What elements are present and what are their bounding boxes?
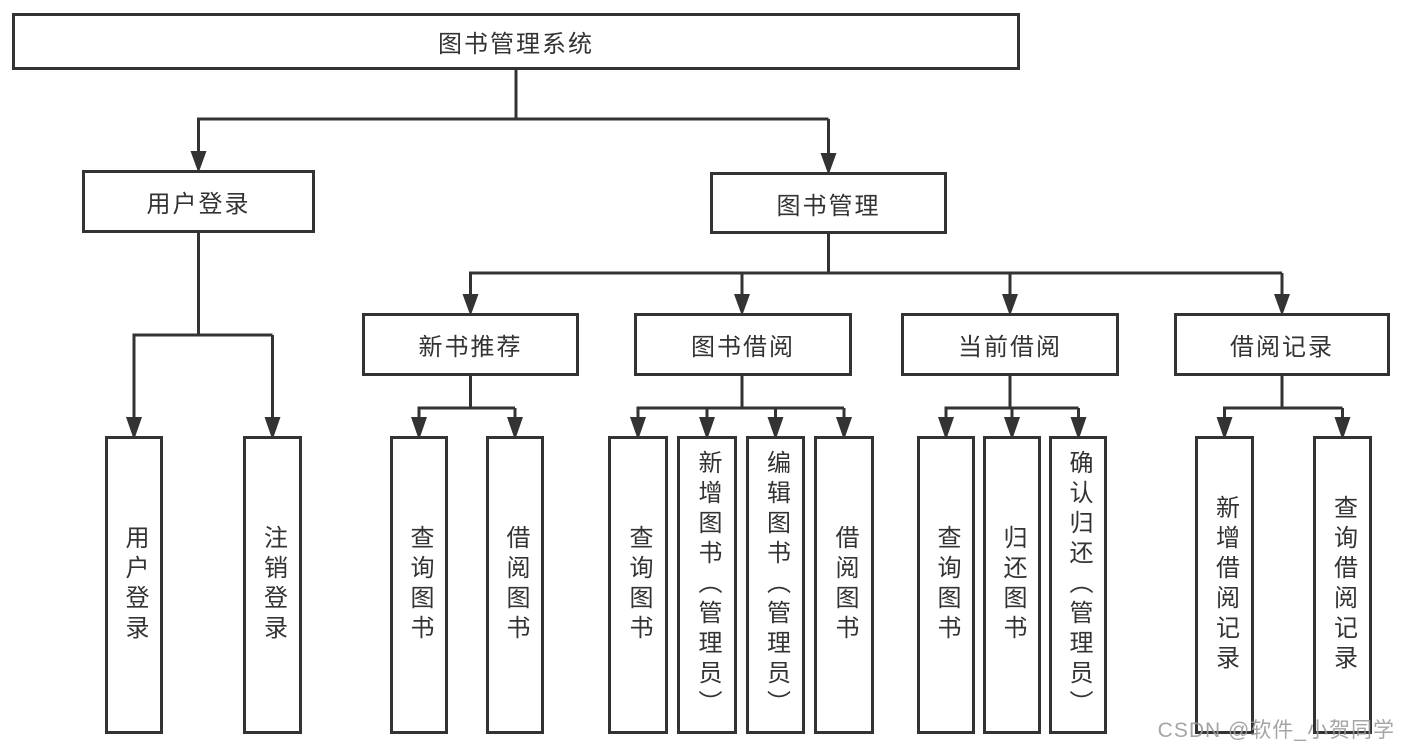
leaf-query-borrow-record: 查询借阅记录 xyxy=(1313,436,1372,734)
leaf-query-books-2: 查询图书 xyxy=(608,436,668,734)
csdn-watermark: CSDN @软件_小贺同学 xyxy=(1157,719,1395,742)
node-label: 查询图书 xyxy=(406,525,433,645)
node-borrow-records: 借阅记录 xyxy=(1174,313,1390,376)
node-label: 新增图书（管理员） xyxy=(694,450,721,720)
node-label: 借阅图书 xyxy=(831,525,858,645)
node-label: 确认归还（管理员） xyxy=(1065,450,1092,720)
node-label: 新增借阅记录 xyxy=(1211,495,1239,675)
leaf-add-book-admin: 新增图书（管理员） xyxy=(677,436,737,734)
leaf-borrow-books-1: 借阅图书 xyxy=(486,436,544,734)
node-label: 用户登录 xyxy=(121,525,148,645)
leaf-add-borrow-record: 新增借阅记录 xyxy=(1195,436,1254,734)
node-new-book-recommend: 新书推荐 xyxy=(362,313,579,376)
node-label: 归还图书 xyxy=(999,525,1026,645)
node-label: 注销登录 xyxy=(259,525,287,645)
leaf-return-books: 归还图书 xyxy=(983,436,1041,734)
leaf-logout: 注销登录 xyxy=(243,436,302,734)
node-user-login: 用户登录 xyxy=(82,170,315,233)
node-current-borrow: 当前借阅 xyxy=(901,313,1119,376)
node-label: 编辑图书（管理员） xyxy=(762,450,790,720)
node-book-management: 图书管理 xyxy=(710,172,947,234)
leaf-borrow-books-2: 借阅图书 xyxy=(814,436,874,734)
node-label: 借阅图书 xyxy=(502,525,529,645)
node-library-management-system: 图书管理系统 xyxy=(12,13,1020,70)
leaf-user-login: 用户登录 xyxy=(105,436,163,734)
leaf-edit-book-admin: 编辑图书（管理员） xyxy=(746,436,805,734)
leaf-query-books-3: 查询图书 xyxy=(917,436,975,734)
node-label: 查询图书 xyxy=(933,525,960,645)
leaf-confirm-return-admin: 确认归还（管理员） xyxy=(1049,436,1107,734)
node-label: 查询借阅记录 xyxy=(1329,495,1357,675)
node-book-borrow: 图书借阅 xyxy=(634,313,852,376)
node-label: 查询图书 xyxy=(625,525,652,645)
leaf-query-books-1: 查询图书 xyxy=(390,436,448,734)
